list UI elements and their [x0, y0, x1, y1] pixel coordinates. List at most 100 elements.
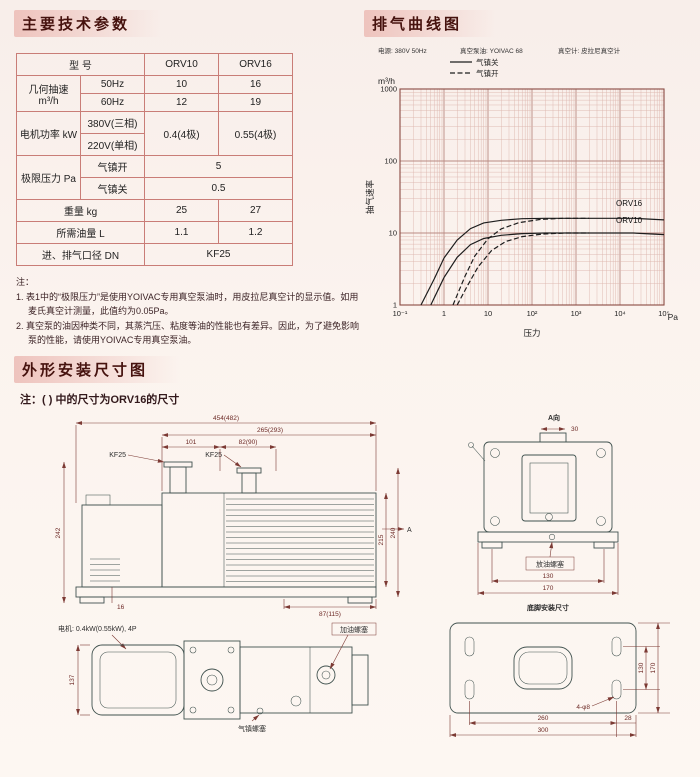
speed-60hz-label: 60Hz: [80, 93, 145, 112]
dim-82: 82(90): [239, 439, 258, 446]
end-cover: [483, 441, 613, 533]
flange-bolt: [189, 706, 197, 713]
chart-curves: [420, 217, 665, 306]
dim-87: 87(115): [319, 611, 341, 618]
x-tick-label: 10⁻¹: [393, 309, 408, 318]
drain-plug-label: 放油螺塞: [536, 559, 564, 568]
chart-condition-oil: 真空泵油: YOIVAC 68: [460, 46, 523, 55]
gas-ballast-closed-value: 0.5: [144, 177, 293, 200]
legend-solid-label: 气镇关: [476, 57, 499, 67]
curve-line-3: [456, 232, 590, 306]
dim-242: 242: [55, 527, 62, 538]
dimension-note: 注：( ) 中的尺寸为ORV16的尺寸: [20, 393, 180, 406]
cooling-fins: [226, 498, 374, 582]
gas-ballast-closed-label: 气镇关: [80, 177, 145, 200]
gas-ballast-open-value: 5: [144, 155, 293, 178]
speed-60hz-orv10: 12: [144, 93, 219, 112]
table-row: 60Hz 12 19: [17, 93, 293, 112]
chart-grid: [399, 88, 665, 306]
section-title-curve: 排气曲线图: [364, 10, 509, 37]
x-axis-title: 压力: [523, 328, 540, 338]
x-tick-label: 10⁴: [614, 309, 626, 318]
motor-vents: [90, 558, 120, 581]
dim-215: 215: [378, 534, 385, 545]
foot-pad: [593, 541, 615, 549]
flange-bolt: [227, 646, 235, 653]
foot-right: [347, 596, 373, 604]
table-row: 所需油量 L 1.1 1.2: [16, 221, 293, 244]
chart-condition-gauge: 真空计: 皮拉尼真空计: [558, 46, 621, 55]
foot-plan-title: 底脚安装尺寸: [527, 603, 569, 612]
dim-137: 137: [69, 674, 76, 685]
table-row: 进、排气口径 DN KF25: [16, 243, 293, 266]
inlet-port: [169, 466, 187, 494]
motor-220v-label: 220V(单相): [80, 133, 145, 156]
dimension-drawings: KF25 KF25 454(482) 265(293) 101 82(90) 2…: [55, 413, 670, 737]
motor-power-orv16: 0.55(4极): [218, 111, 293, 156]
model-orv16: ORV16: [218, 53, 293, 76]
oil-fill-port: [316, 665, 336, 685]
notes: 注： 1. 表1中的“极限压力”是使用YOIVAC专用真空泵油时，用皮拉尼真空计…: [16, 276, 360, 348]
mounting-slot: [464, 679, 475, 699]
motor-380v-label: 380V(三相): [80, 111, 145, 134]
dim-170-aview: 170: [543, 585, 554, 592]
lever-knob: [468, 441, 474, 448]
model-header-label: 型 号: [16, 53, 145, 76]
note-item-2: 2. 真空泵的油因种类不同，其蒸汽压、粘度等油的性能也有差异。因此，为了避免影响…: [16, 320, 360, 345]
table-row: 几何抽速 m³/h 50Hz 10 16: [16, 75, 293, 112]
top-boss: [539, 432, 567, 443]
center-opening: [513, 646, 573, 690]
oil-fill-port-inner: [321, 670, 331, 679]
bolt-hole: [596, 515, 606, 526]
a-view-title: A向: [548, 413, 560, 422]
top-section: 主要技术参数 型 号 ORV10 ORV16 几何抽速 m³/h 50Hz 10…: [14, 10, 686, 348]
exhaust-flange: [236, 467, 262, 474]
y-tick-label: 100: [384, 157, 397, 166]
y-tick-label: 10: [389, 229, 397, 238]
dim-240: 240: [390, 527, 397, 538]
mounting-slot: [464, 636, 475, 656]
motor-top-inner: [99, 651, 177, 708]
dim-130-aview: 130: [543, 573, 554, 580]
sight-glass-frame: [521, 454, 577, 522]
table-row: 极限压力 Pa 气镇开 5: [16, 155, 293, 200]
table-row: 型 号 ORV10 ORV16: [16, 53, 293, 76]
table-row: 重量 kg 25 27: [16, 199, 293, 222]
inlet-flange: [163, 461, 193, 468]
flange-bolt: [227, 706, 235, 713]
shaft-boss: [200, 668, 224, 692]
leader-line: [549, 541, 554, 557]
x-tick-label: 10²: [527, 309, 538, 318]
center-opening-inner: [518, 651, 568, 684]
motor-spec-label: 电机: 0.4kW(0.55kW), 4P: [58, 624, 137, 633]
dim-101: 101: [186, 439, 197, 446]
motor-body: [81, 504, 163, 588]
curve-column: 排气曲线图 电源: 380V 50Hz 真空泵油: YOIVAC 68 真空计:…: [364, 10, 686, 348]
exhaust-curve-chart: 电源: 380V 50Hz 真空泵油: YOIVAC 68 真空计: 皮拉尼真空…: [365, 46, 678, 338]
chart-condition-power: 电源: 380V 50Hz: [378, 46, 427, 55]
y-tick-label: 1000: [380, 85, 397, 94]
weight-orv16: 27: [218, 199, 293, 222]
shaft-center: [206, 674, 218, 685]
y-unit-label: m³/h: [378, 76, 395, 86]
pump-side-view: KF25 KF25 454(482) 265(293) 101 82(90) 2…: [55, 415, 412, 618]
dim-total-length: 454(482): [213, 415, 239, 422]
pump-a-view: A向 30 放油螺塞 130 170: [468, 413, 619, 595]
sight-glass: [529, 462, 569, 513]
speed-60hz-orv16: 19: [218, 93, 293, 112]
section-title-specs: 主要技术参数: [14, 10, 177, 37]
motor-power-orv10: 0.4(4极): [144, 111, 219, 156]
ultimate-pressure-label: 极限压力 Pa: [16, 155, 81, 200]
lever: [471, 445, 486, 461]
weight-label: 重量 kg: [16, 199, 145, 222]
y-axis-title: 抽气速率: [365, 180, 375, 215]
curve-line-0: [420, 217, 665, 306]
bolt-hole: [490, 447, 500, 458]
drain-plug: [545, 512, 553, 521]
flange-label-outlet: KF25: [205, 452, 222, 459]
dim-16: 16: [117, 604, 125, 611]
foot-pad: [481, 541, 503, 549]
pump-housing: [161, 492, 377, 588]
curve-label-orv16: ORV16: [616, 199, 643, 208]
